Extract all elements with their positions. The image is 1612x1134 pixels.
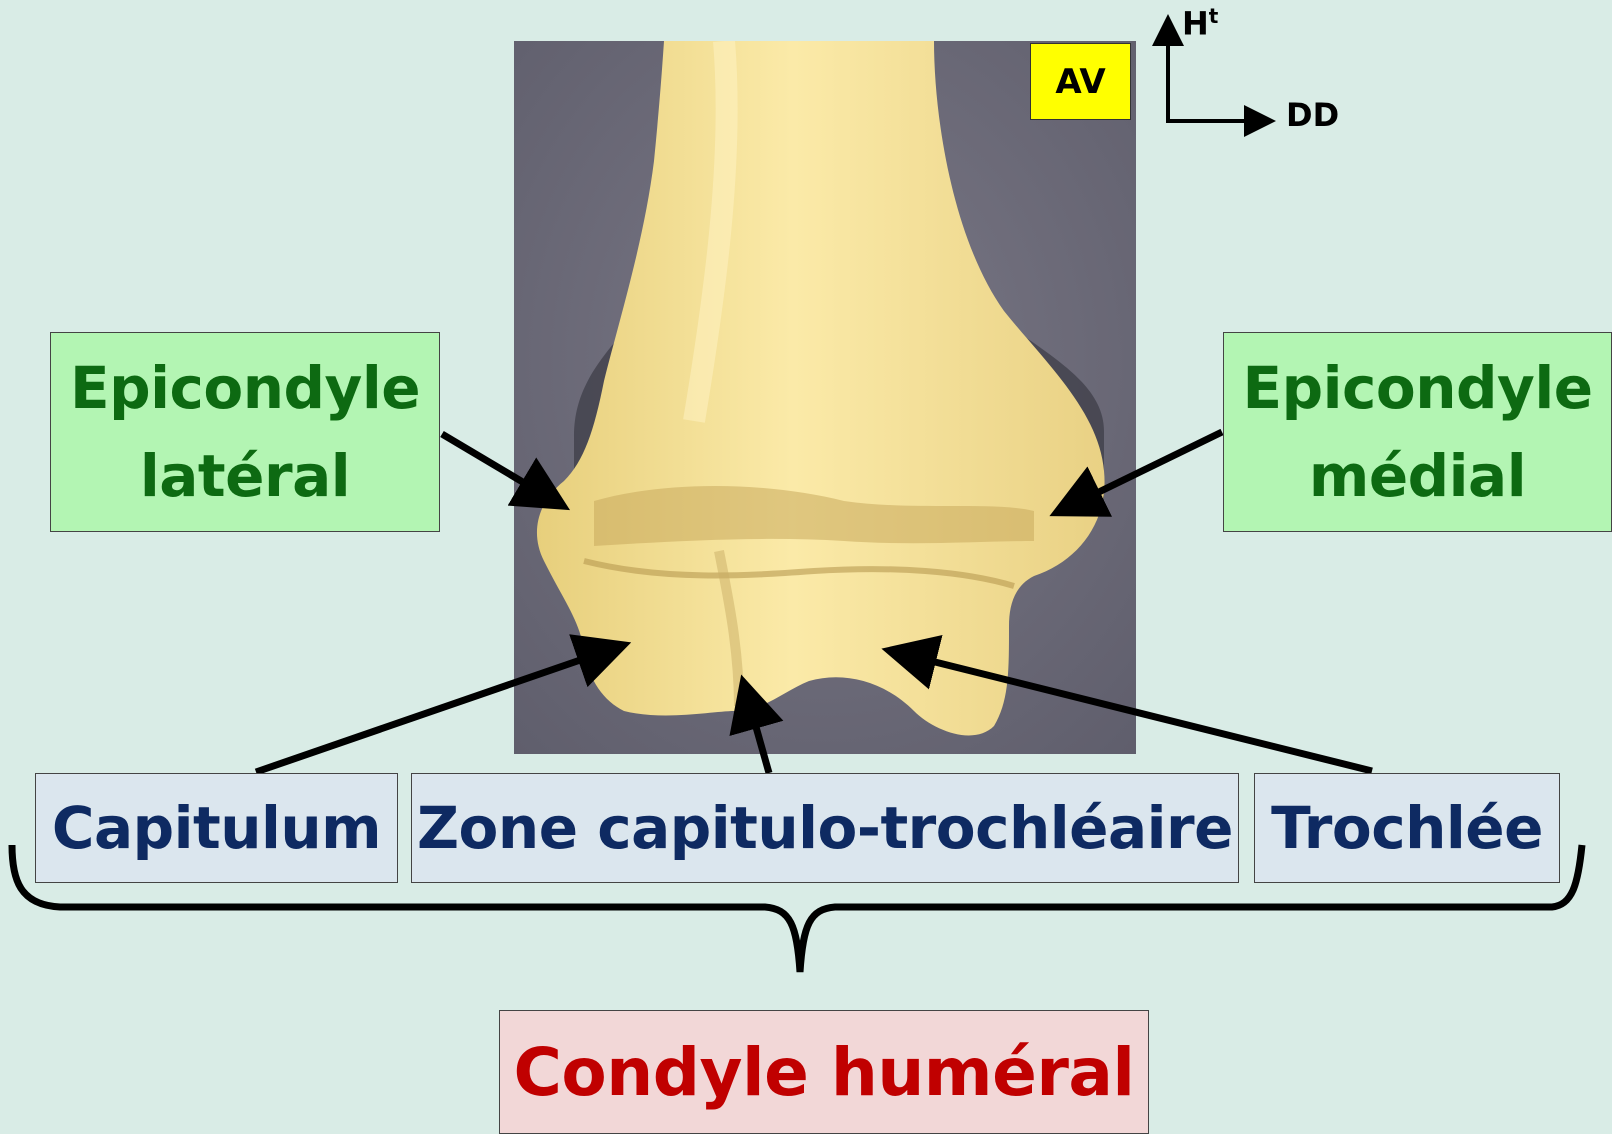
view-badge: AV (1030, 43, 1131, 120)
capitulum-label: Capitulum (35, 773, 398, 883)
axis-right-label: DD (1286, 96, 1339, 134)
trochlee-label: Trochlée (1254, 773, 1560, 883)
epicondyle-lateral-label: Epicondyle latéral (50, 332, 440, 532)
zone-capitulo-trochleaire-label: Zone capitulo-trochléaire (411, 773, 1239, 883)
epicondyle-medial-label: Epicondyle médial (1223, 332, 1612, 532)
humerus-photo (514, 41, 1136, 754)
axis-up-label: Ht (1182, 4, 1218, 43)
condyle-humeral-label: Condyle huméral (499, 1010, 1149, 1134)
